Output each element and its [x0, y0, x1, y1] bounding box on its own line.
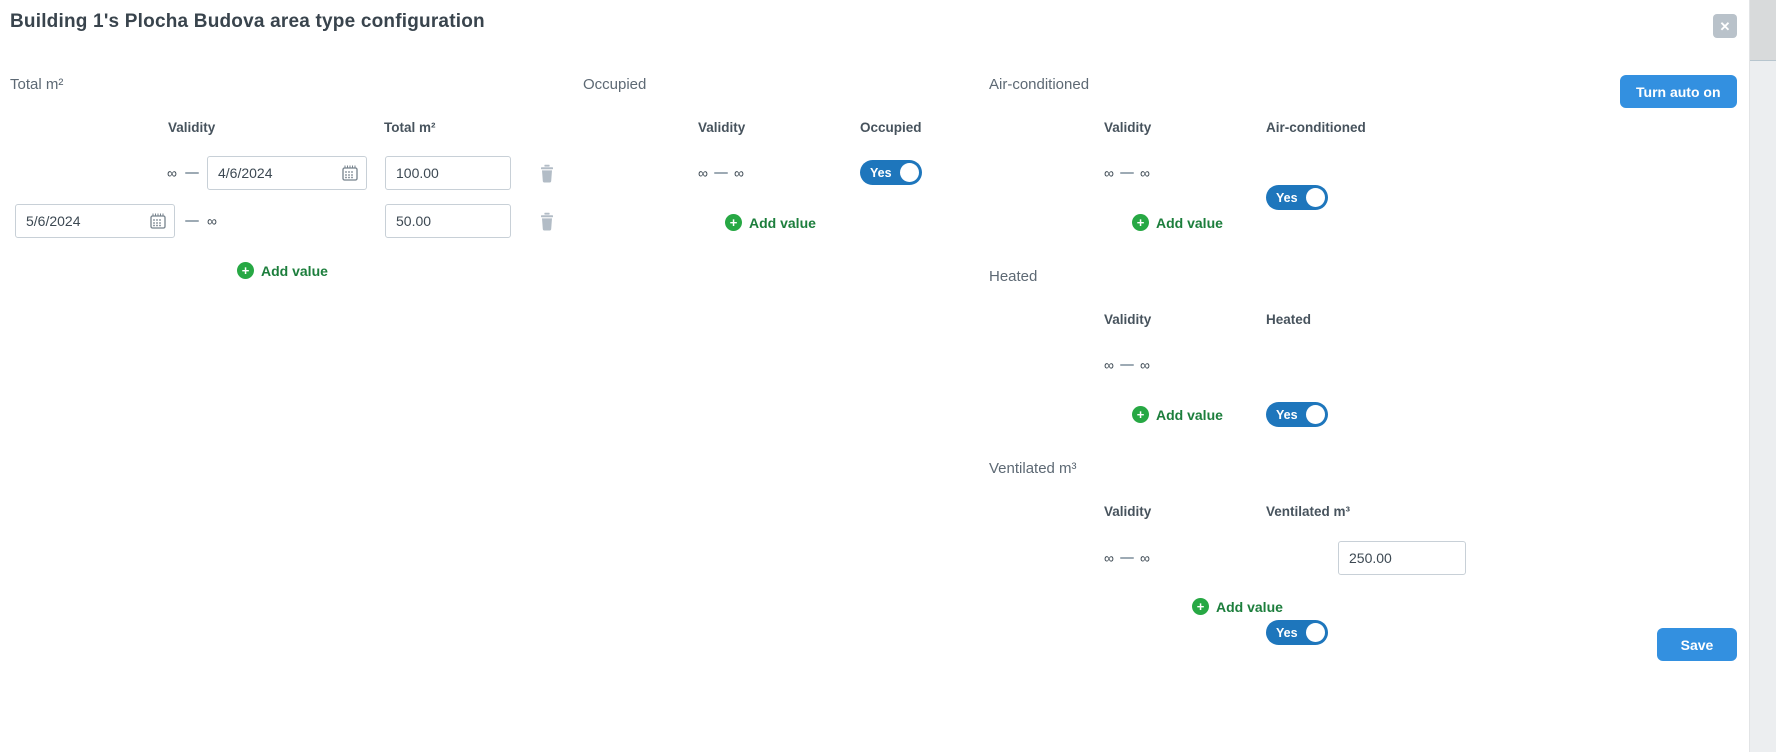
heated-toggle[interactable]: Yes — [1266, 402, 1328, 427]
valid-from-date-input[interactable] — [15, 204, 175, 238]
column-header-total-m2: Total m² — [384, 120, 436, 135]
add-value-button-ventilated[interactable]: + Add value — [1192, 598, 1283, 615]
toggle-knob — [1306, 623, 1325, 642]
save-button[interactable]: Save — [1657, 628, 1737, 661]
plus-icon: + — [1192, 598, 1209, 615]
infinity-symbol: ∞ — [1139, 550, 1150, 566]
valid-to-date-input[interactable] — [207, 156, 367, 190]
add-value-label: Add value — [749, 214, 816, 231]
close-button[interactable]: ✕ — [1713, 14, 1737, 38]
plus-icon: + — [1132, 214, 1149, 231]
column-header-ventilated-m3: Ventilated m³ — [1266, 504, 1351, 519]
vertical-scrollbar[interactable] — [1749, 0, 1776, 752]
turn-auto-on-button[interactable]: Turn auto on — [1620, 75, 1737, 108]
add-value-label: Add value — [1156, 406, 1223, 423]
infinity-symbol: ∞ — [207, 213, 217, 229]
plus-icon: + — [1132, 406, 1149, 423]
trash-icon — [541, 212, 553, 230]
column-header-validity-occupied: Validity — [698, 120, 746, 135]
toggle-on-label: Yes — [1276, 190, 1298, 205]
range-dash — [1119, 172, 1134, 174]
range-dash — [1119, 557, 1134, 559]
validity-range: ∞ ∞ — [1104, 348, 1150, 382]
range-dash-wrap — [177, 172, 207, 174]
toggle-knob — [1306, 188, 1325, 207]
range-dash — [185, 172, 199, 174]
save-label: Save — [1680, 636, 1714, 653]
toggle-on-label: Yes — [1276, 625, 1298, 640]
ventilated-toggle[interactable]: Yes — [1266, 620, 1328, 645]
validity-range: ∞ ∞ — [1104, 156, 1150, 190]
range-dash — [1119, 364, 1134, 366]
infinity-symbol: ∞ — [733, 165, 744, 181]
infinity-symbol: ∞ — [1139, 165, 1150, 181]
trash-icon — [541, 164, 553, 182]
range-dash — [713, 172, 728, 174]
infinity-symbol: ∞ — [167, 165, 177, 181]
add-value-label: Add value — [1216, 598, 1283, 615]
total-m2-value-input[interactable] — [385, 156, 511, 190]
close-icon: ✕ — [1719, 18, 1731, 34]
plus-icon: + — [237, 262, 254, 279]
calendar-icon[interactable] — [341, 164, 359, 182]
section-title-ventilated: Ventilated m³ — [989, 460, 1077, 477]
turn-auto-on-label: Turn auto on — [1636, 83, 1721, 100]
ventilated-m3-value-input[interactable] — [1338, 541, 1466, 575]
column-header-air-conditioned: Air-conditioned — [1266, 120, 1366, 135]
toggle-on-label: Yes — [870, 165, 892, 180]
validity-to-cell: ∞ — [207, 214, 369, 228]
section-title-heated: Heated — [989, 268, 1038, 285]
validity-range: ∞ ∞ — [1104, 541, 1150, 575]
page-title: Building 1's Plocha Budova area type con… — [10, 11, 485, 32]
infinity-symbol: ∞ — [1104, 550, 1114, 566]
add-value-button-air-conditioned[interactable]: + Add value — [1132, 214, 1223, 231]
column-header-validity-heated: Validity — [1104, 312, 1152, 327]
air-conditioned-toggle[interactable]: Yes — [1266, 185, 1328, 210]
range-dash — [185, 220, 199, 222]
column-header-validity-air-conditioned: Validity — [1104, 120, 1152, 135]
infinity-symbol: ∞ — [1104, 165, 1114, 181]
total-m2-value-input[interactable] — [385, 204, 511, 238]
column-header-occupied: Occupied — [860, 120, 922, 135]
validity-from-cell — [15, 204, 177, 238]
column-header-heated: Heated — [1266, 312, 1312, 327]
validity-from-cell: ∞ — [15, 166, 177, 180]
occupied-toggle[interactable]: Yes — [860, 160, 922, 185]
section-title-total: Total m² — [10, 76, 64, 93]
add-value-button-occupied[interactable]: + Add value — [725, 214, 816, 231]
add-value-button-total[interactable]: + Add value — [237, 262, 328, 279]
validity-to-cell — [207, 156, 369, 190]
column-header-validity-ventilated: Validity — [1104, 504, 1152, 519]
add-value-label: Add value — [261, 262, 328, 279]
calendar-icon[interactable] — [149, 212, 167, 230]
section-title-air-conditioned: Air-conditioned — [989, 76, 1090, 93]
toggle-on-label: Yes — [1276, 407, 1298, 422]
toggle-knob — [1306, 405, 1325, 424]
toggle-knob — [900, 163, 919, 182]
delete-row-button[interactable] — [539, 212, 555, 231]
plus-icon: + — [725, 214, 742, 231]
section-title-occupied: Occupied — [583, 76, 647, 93]
column-header-validity-total: Validity — [168, 120, 216, 135]
add-value-label: Add value — [1156, 214, 1223, 231]
range-dash-wrap — [177, 220, 207, 222]
infinity-symbol: ∞ — [1139, 357, 1150, 373]
table-row: ∞ — [15, 156, 555, 190]
infinity-symbol: ∞ — [1104, 357, 1114, 373]
table-row: ∞ — [15, 204, 555, 238]
validity-range: ∞ ∞ — [698, 156, 744, 190]
infinity-symbol: ∞ — [698, 165, 708, 181]
delete-row-button[interactable] — [539, 164, 555, 183]
add-value-button-heated[interactable]: + Add value — [1132, 406, 1223, 423]
scrollbar-thumb[interactable] — [1750, 0, 1776, 61]
